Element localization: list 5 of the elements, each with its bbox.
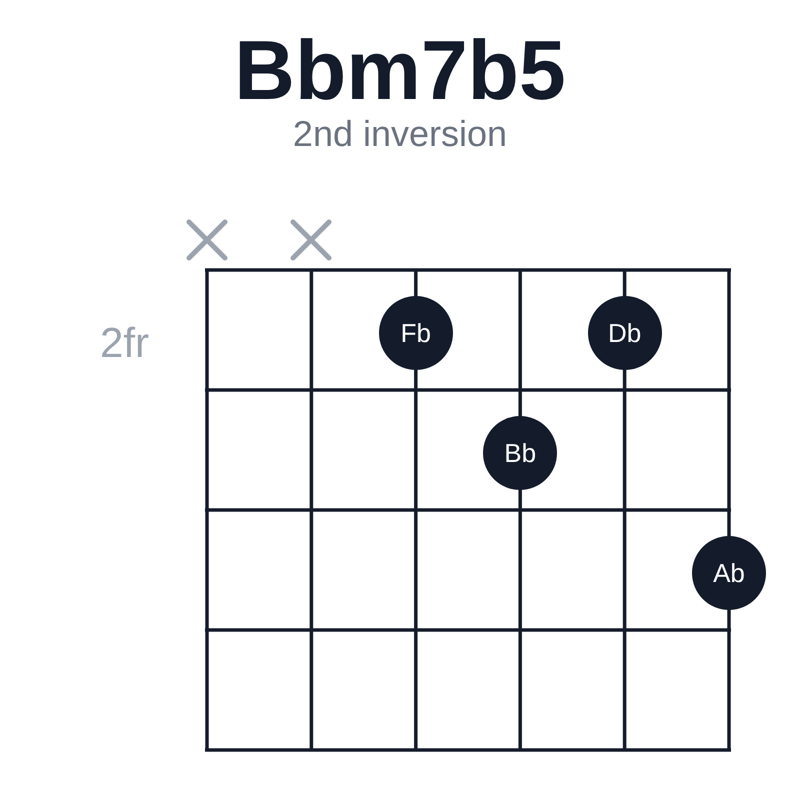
note-name: Bb	[504, 438, 536, 468]
note-name: Db	[608, 318, 642, 348]
note-name: Ab	[713, 558, 745, 588]
fret-number-label: 2fr	[100, 318, 150, 368]
note-name: Fb	[400, 318, 431, 348]
